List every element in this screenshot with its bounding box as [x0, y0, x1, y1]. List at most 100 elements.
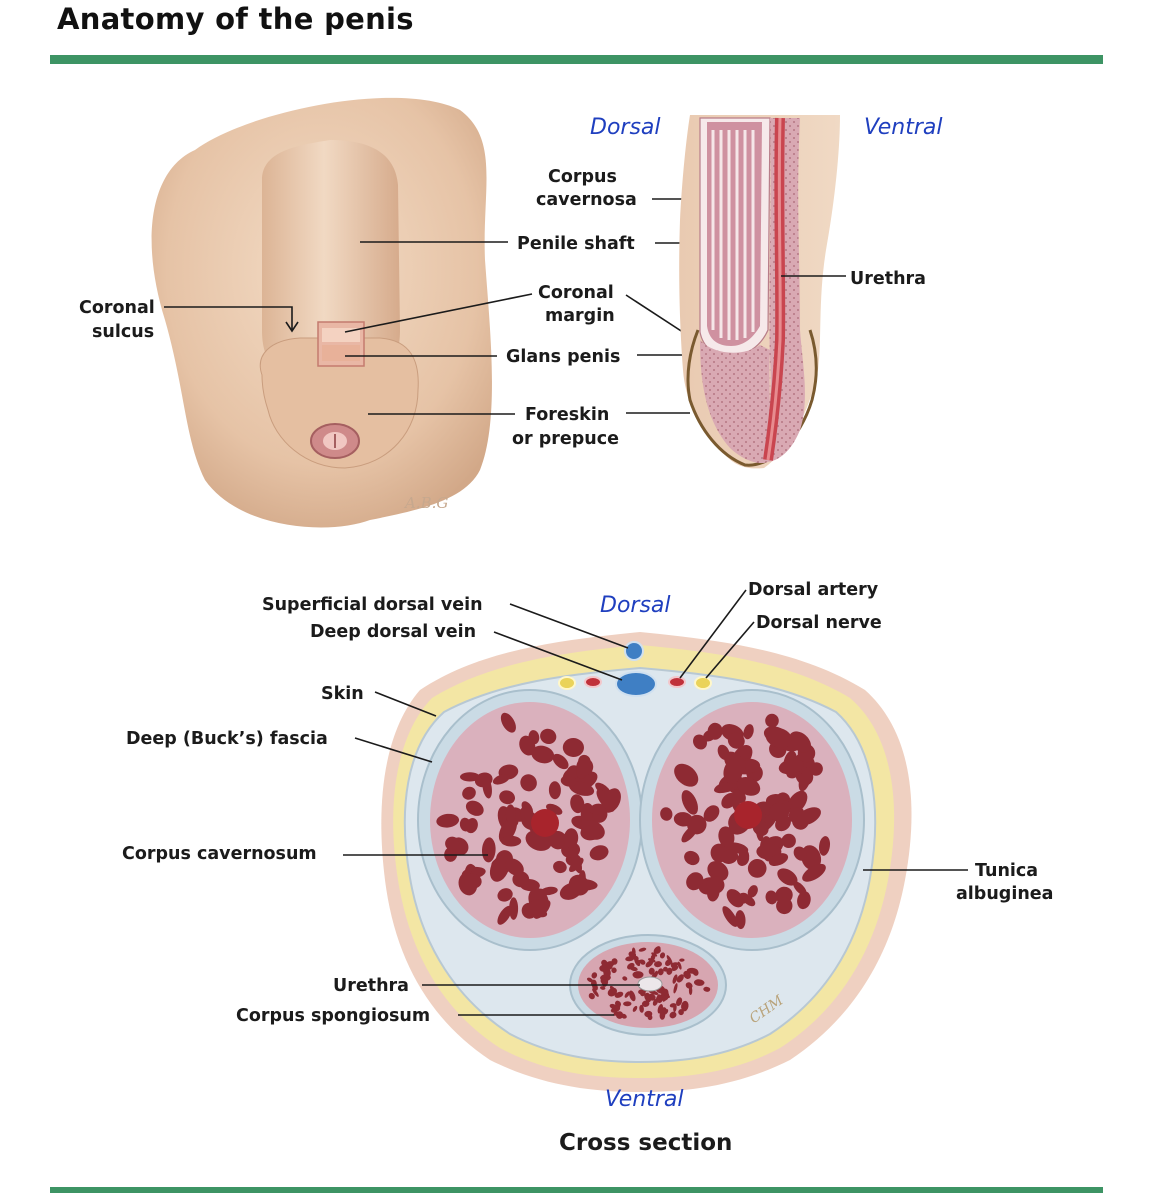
trabecula-space: [641, 1000, 650, 1007]
leader-skin: [374, 691, 437, 717]
trabecula-space: [677, 961, 682, 970]
trabecula-space: [801, 845, 822, 871]
label-corpus-cavernosum: Corpus cavernosum: [122, 844, 317, 864]
trabecula-space: [670, 964, 677, 970]
trabecula-space: [639, 959, 646, 965]
trabecula-space: [676, 997, 683, 1007]
label-urethra-bottom: Urethra: [333, 976, 409, 996]
trabecula-space: [603, 967, 611, 978]
trabecula-space: [723, 759, 742, 784]
trabecula-space: [623, 1001, 632, 1007]
orientation-ventral-bottom: Ventral: [605, 1087, 684, 1112]
trabecula-space: [462, 786, 476, 800]
trabecula-space: [624, 991, 630, 998]
label-glans-penis: Glans penis: [506, 347, 620, 367]
label-penile-shaft: Penile shaft: [517, 234, 635, 254]
trabecula-space: [505, 804, 516, 824]
trabecula-space: [580, 825, 600, 841]
trabecula-space: [482, 776, 492, 799]
trabecula-space: [769, 802, 790, 822]
label-dorsal-nerve: Dorsal nerve: [756, 613, 882, 633]
label-coronal-margin-line1: Coronal: [538, 283, 614, 303]
cavernosal-artery-left: [531, 809, 559, 837]
trabecula-space: [654, 961, 662, 968]
trabecula-space: [611, 967, 617, 974]
foreskin-outline: [686, 329, 818, 467]
trabecula-space: [681, 1000, 689, 1012]
label-corpus-cavernosa-line2: cavernosa: [536, 190, 637, 210]
trabecula-space: [765, 727, 793, 748]
trabecula-space: [497, 888, 513, 902]
trabecula-space: [500, 835, 522, 847]
trabecula-space: [569, 781, 595, 796]
trabecula-space: [436, 813, 460, 828]
trabecula-space: [648, 967, 655, 975]
trabecula-space: [687, 814, 707, 835]
trabecula-space: [707, 861, 729, 882]
trabecula-space: [576, 757, 594, 776]
trabecula-space: [703, 805, 720, 822]
label-superficial-dorsal-vein: Superficial dorsal vein: [262, 595, 483, 615]
trabecula-space: [765, 890, 778, 905]
trabecula-space: [509, 897, 519, 920]
trabecula-space: [765, 713, 779, 728]
cavernosal-artery-right: [734, 801, 762, 829]
trabecula-space: [592, 988, 599, 997]
penile-shaft-shape: [262, 140, 400, 365]
trabecula-space: [616, 1011, 624, 1019]
trabecula-space: [707, 882, 720, 902]
label-tunica-albuginea-line1: Tunica: [975, 861, 1038, 881]
trabecula-space: [684, 850, 700, 866]
trabecula-space: [610, 1006, 621, 1013]
trabecula-space: [489, 855, 510, 882]
trabecula-space: [492, 774, 510, 785]
trabecula-space: [465, 818, 478, 834]
trabecula-space: [660, 807, 673, 821]
trabecula-space: [614, 1000, 622, 1007]
leader-deep-dorsal-vein: [493, 631, 623, 681]
trabecula-space: [777, 868, 798, 886]
trabecula-space: [548, 781, 561, 800]
trabecula-space: [657, 1004, 664, 1014]
trabecula-space: [781, 833, 796, 849]
trabecula-space: [789, 731, 812, 753]
trabecula-space: [743, 724, 754, 740]
trabecula-space: [721, 792, 737, 809]
leader-dorsal-artery: [679, 589, 747, 679]
trabecula-space: [552, 753, 569, 770]
trabecula-space: [818, 836, 831, 856]
trabecula-space: [809, 762, 823, 776]
sagittal-section-illustration: [679, 115, 840, 469]
trabecula-space: [676, 974, 684, 983]
trabeculae-right: [660, 713, 831, 930]
cavernosa-stripes: [711, 130, 755, 340]
trabecula-space: [560, 775, 577, 787]
trabecula-space: [737, 852, 750, 866]
trabecula-space: [718, 826, 735, 848]
trabecula-space: [686, 872, 704, 891]
label-foreskin-line2: or prepuce: [512, 429, 619, 449]
trabecula-space: [632, 971, 644, 979]
trabecula-space: [693, 734, 707, 750]
label-corpus-cavernosa-line1: Corpus: [548, 167, 617, 187]
orientation-ventral-top: Ventral: [864, 115, 943, 140]
superficial-dorsal-vein-shape: [624, 641, 644, 661]
dorsal-nerve-left-shape: [558, 676, 576, 690]
trabecula-space: [787, 790, 808, 814]
trabecula-space: [622, 976, 628, 981]
trabecula-space: [562, 737, 584, 758]
dorsal-artery-right-shape: [668, 676, 686, 688]
trabecula-space: [654, 948, 661, 954]
trabecula-space: [630, 966, 638, 972]
trabecula-space: [678, 1009, 684, 1016]
title-divider: [50, 55, 1103, 64]
trabecula-space: [679, 958, 685, 962]
trabecula-space: [747, 859, 767, 878]
trabecula-space: [742, 895, 756, 907]
trabecula-space: [662, 994, 668, 1002]
trabecula-space: [645, 960, 654, 968]
trabecula-space: [481, 837, 496, 863]
trabecula-space: [595, 782, 611, 797]
trabecula-space: [586, 977, 594, 983]
